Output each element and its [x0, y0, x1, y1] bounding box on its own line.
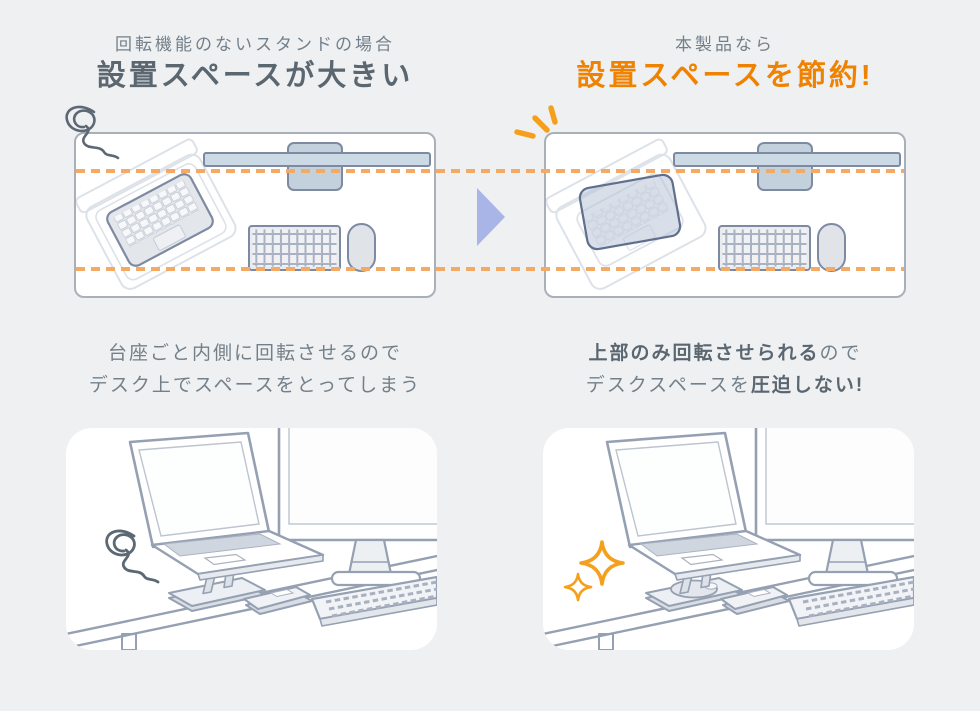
- before-title: 設置スペースが大きい: [96, 60, 414, 92]
- laptop: [128, 431, 325, 581]
- mouse-topview: [347, 223, 376, 272]
- trackpad: [153, 224, 186, 251]
- frustration-squiggle-icon: [105, 529, 160, 584]
- before-caption-line1: 台座ごと内側に回転させるので: [107, 343, 402, 364]
- emphasis-lines-icon: [514, 105, 558, 139]
- after-caption-line2: デスクスペースを圧迫しない!: [585, 375, 865, 396]
- after-caption: 上部のみ回転させられるので デスクスペースを圧迫しない!: [544, 338, 906, 402]
- before-sideview-illustration: [66, 428, 437, 650]
- external-monitor: [754, 428, 914, 587]
- keyboard-topview: [248, 225, 341, 271]
- before-subtitle: 回転機能のないスタンドの場合: [115, 35, 395, 54]
- after-sideview-illustration: [543, 428, 914, 650]
- after-desk-sideview-card: [543, 428, 914, 650]
- after-desk-topview-panel: [544, 132, 906, 298]
- space-band-dashed-line-top: [76, 169, 904, 173]
- laptop-topview-ghost: [76, 138, 237, 290]
- after-header: 本製品なら 設置スペースを節約!: [544, 34, 906, 94]
- after-topview-illustration: [546, 138, 901, 290]
- before-desk-sideview-card: [66, 428, 437, 650]
- desk-keyboard: [310, 575, 437, 627]
- before-caption: 台座ごと内側に回転させるので デスク上でスペースをとってしまう: [74, 338, 436, 402]
- before-header: 回転機能のないスタンドの場合 設置スペースが大きい: [74, 34, 436, 94]
- frustration-squiggle-icon: [65, 105, 120, 160]
- before-topview-illustration: [76, 138, 431, 290]
- after-subtitle: 本製品なら: [675, 35, 775, 54]
- before-caption-line2: デスク上でスペースをとってしまう: [88, 375, 422, 396]
- desk-keyboard: [787, 575, 914, 627]
- mouse-topview: [817, 223, 846, 272]
- external-monitor: [277, 428, 437, 587]
- after-caption-line1: 上部のみ回転させられるので: [588, 343, 862, 364]
- before-desk-topview-panel: [74, 132, 436, 298]
- monitor-topview: [673, 142, 901, 191]
- notebook: [243, 586, 313, 615]
- laptop: [605, 431, 802, 581]
- keyboard-keys: [113, 180, 201, 248]
- notebook: [720, 586, 790, 615]
- sparkles-icon: [563, 540, 625, 602]
- keyboard-topview: [718, 225, 811, 271]
- space-band-dashed-line-bottom: [76, 267, 904, 271]
- monitor-topview: [203, 142, 431, 191]
- laptop-top-rotated-highlight: [578, 173, 682, 251]
- laptop-topview-rotated-deck: [106, 173, 214, 267]
- after-title: 設置スペースを節約!: [576, 60, 874, 92]
- laptop-stand: [168, 570, 266, 612]
- transition-arrow-icon: [477, 188, 505, 246]
